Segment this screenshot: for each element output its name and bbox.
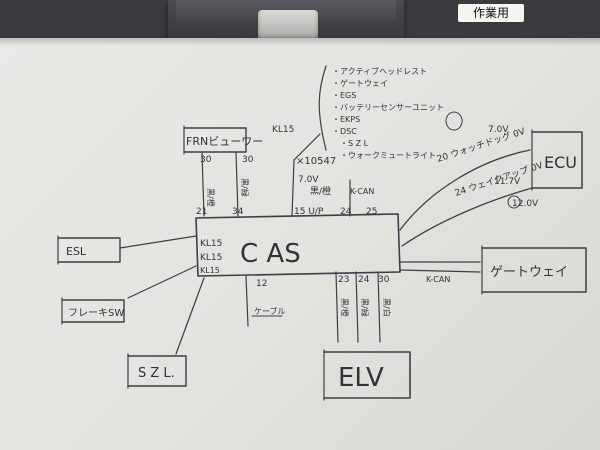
svg-text:黒/橙: 黒/橙 — [310, 185, 331, 197]
gateway-label: ゲートウェイ — [490, 265, 568, 280]
svg-text:・DSC: ・DSC — [332, 127, 357, 136]
svg-text:KL15: KL15 — [200, 253, 222, 263]
ecu-box — [531, 131, 583, 189]
elv-label: ELV — [338, 363, 384, 393]
svg-text:K-CAN: K-CAN — [350, 187, 374, 196]
wire-right-top — [399, 149, 531, 231]
svg-text:24: 24 — [340, 207, 352, 217]
wire-right-top2 — [401, 187, 533, 247]
svg-text:7.0V: 7.0V — [298, 175, 319, 185]
svg-text:30: 30 — [378, 275, 390, 285]
wire-kl15-cap — [291, 159, 295, 217]
list-bracket — [318, 65, 327, 151]
svg-text:KL15: KL15 — [200, 266, 220, 275]
frn-label: FRNビューワー — [186, 135, 263, 148]
svg-text:7.0V: 7.0V — [488, 125, 509, 135]
svg-text:黒/緑: 黒/緑 — [240, 178, 250, 197]
paper-shadow — [0, 38, 600, 46]
ecu-label: ECU — [544, 153, 577, 172]
wire-szl — [175, 277, 205, 355]
frn-box — [183, 127, 247, 153]
wire-frn-30a — [201, 151, 205, 217]
svg-text:・EGS: ・EGS — [332, 91, 356, 100]
wire-elv-30 — [377, 271, 381, 343]
svg-text:23: 23 — [338, 275, 349, 285]
esl-label: ESL — [66, 245, 87, 258]
svg-text:黒/橙: 黒/橙 — [206, 188, 216, 207]
paper-sheet — [0, 38, 600, 450]
cas-label: C AS — [240, 239, 301, 269]
wire-list-bracket — [293, 133, 321, 161]
brake-switch-label: フレーキSW — [68, 308, 124, 319]
svg-text:・S Z L: ・S Z L — [340, 139, 369, 148]
svg-text:20 ウォッチドッグ 0V: 20 ウォッチドッグ 0V — [435, 125, 527, 165]
svg-text:・アクティブヘッドレスト: ・アクティブヘッドレスト — [332, 66, 427, 76]
svg-text:・ゲートウェイ: ・ゲートウェイ — [332, 78, 388, 88]
wire-frn-30b — [235, 151, 239, 217]
svg-text:12.0V: 12.0V — [512, 199, 539, 209]
svg-text:・EKPS: ・EKPS — [332, 115, 360, 124]
svg-text:黒/白: 黒/白 — [382, 298, 392, 317]
svg-text:30: 30 — [200, 155, 212, 165]
szl-label: S Z L. — [138, 366, 175, 381]
svg-text:K-CAN: K-CAN — [426, 275, 450, 284]
svg-text:25: 25 — [366, 207, 377, 217]
svg-text:15 U/P: 15 U/P — [294, 207, 324, 217]
wire-esl — [119, 235, 197, 249]
svg-text:34: 34 — [232, 207, 244, 217]
cas-box — [195, 213, 401, 277]
svg-text:KL15: KL15 — [200, 239, 222, 249]
brake-switch-box — [61, 299, 125, 323]
esl-box — [57, 237, 121, 263]
clipboard-tag: 作業用 — [458, 4, 524, 22]
wire-elv-23 — [335, 271, 339, 343]
svg-text:×10547: ×10547 — [296, 156, 336, 167]
svg-text:11.7V: 11.7V — [494, 177, 521, 187]
wire-elv-24 — [355, 271, 359, 343]
ignition-circle — [445, 111, 463, 131]
szl-box — [127, 355, 187, 387]
module-list: ・アクティブヘッドレスト ・ゲートウェイ ・EGS ・バッテリーセンサーユニット… — [332, 66, 444, 160]
svg-text:KL15: KL15 — [272, 125, 294, 135]
wire-gateway-b — [399, 269, 481, 273]
gateway-box — [481, 247, 587, 293]
clipboard-clip-lever — [258, 10, 318, 40]
svg-text:21: 21 — [196, 207, 207, 217]
svg-text:・バッテリーセンサーユニット: ・バッテリーセンサーユニット — [332, 103, 444, 112]
svg-text:ケーブル: ケーブル — [254, 306, 286, 316]
svg-text:30: 30 — [242, 155, 254, 165]
svg-text:・ウォークミュートライト: ・ウォークミュートライト — [340, 151, 436, 160]
svg-text:黒/緑: 黒/緑 — [360, 298, 370, 317]
svg-text:24: 24 — [358, 275, 370, 285]
wire-brake — [127, 265, 197, 299]
elv-box — [323, 351, 411, 399]
svg-text:12: 12 — [256, 279, 267, 289]
wire-pin12 — [245, 275, 249, 327]
ground-circle — [507, 195, 521, 209]
svg-text:黒/橙: 黒/橙 — [340, 298, 350, 317]
